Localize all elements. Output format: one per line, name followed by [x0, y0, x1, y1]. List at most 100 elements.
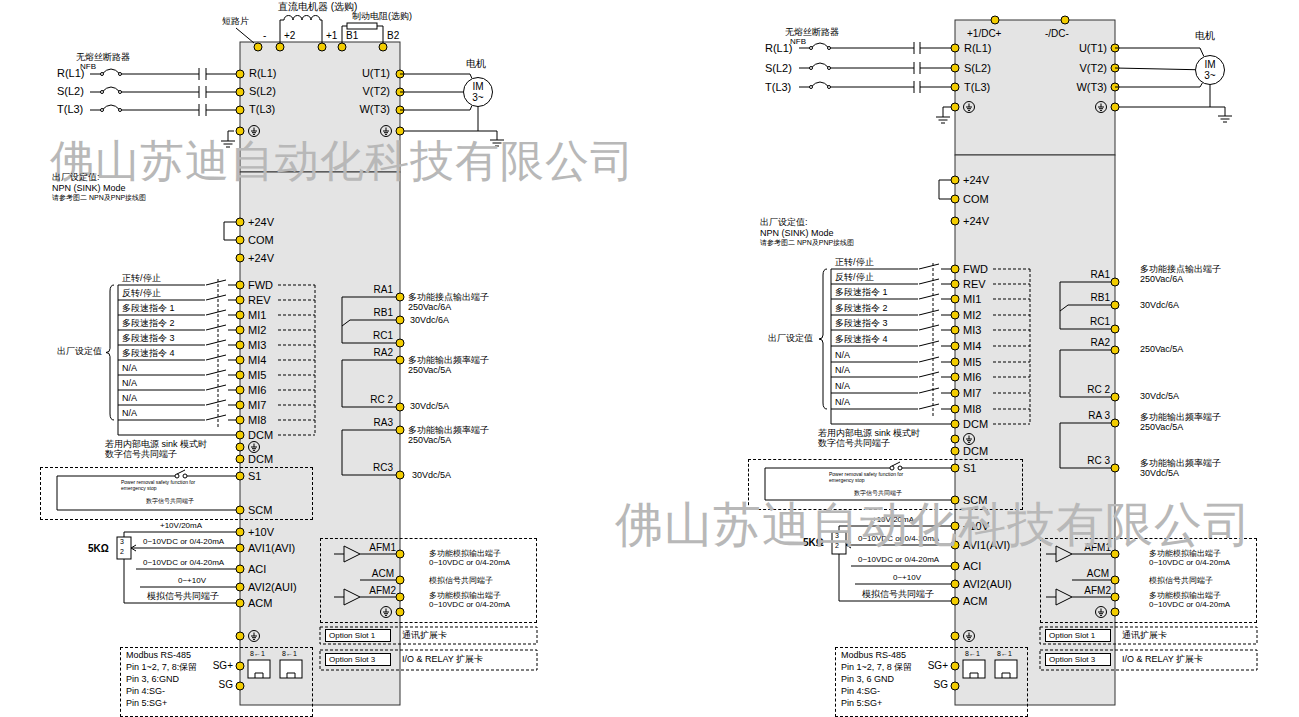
label-text: 多段速指令 3 [122, 333, 175, 343]
text-slot: N/A [835, 350, 850, 360]
text-slot: 佛山苏迪自动化科技有限公司 [50, 136, 635, 187]
relay-contact [342, 430, 396, 475]
leader-line [236, 28, 254, 43]
analog-output-line [1072, 580, 1111, 581]
text-slot: 3 [120, 538, 124, 546]
terminal-label: DCM [963, 418, 988, 430]
text-slot: 8←1 [965, 650, 980, 658]
label-text: S(L2) [57, 85, 84, 97]
terminal-label: 多功能模拟输出端子 0~10VDC or 0/4-20mA [429, 549, 510, 567]
terminal-label: +24V [248, 216, 274, 228]
internal-link [315, 285, 316, 435]
ground-icon [966, 104, 972, 111]
text-slot: 模拟信号共同端子 [429, 576, 493, 585]
terminal-dot [254, 43, 262, 51]
terminal-label: 数字信号共同端子 [854, 490, 902, 496]
ground-icon [383, 128, 389, 135]
terminal-label: 模拟信号共同端子 [429, 576, 493, 585]
text-slot: S1 [963, 462, 976, 475]
label-text: 模拟信号共同端子 [862, 589, 934, 599]
slot-row [320, 627, 537, 644]
text-slot: 多段速指令 2 [122, 318, 175, 328]
text-slot: Pin 5:SG+ [126, 698, 167, 708]
internal-link [993, 377, 1030, 378]
internal-link [278, 330, 315, 331]
terminal-dot [1111, 346, 1119, 354]
terminal-label: 多功能模拟输出端子 0~10VDC or 0/4-20mA [1149, 591, 1230, 609]
text-slot: FWD [963, 263, 988, 276]
watermark: 佛山苏迪自动化科技有限公司 [615, 498, 1252, 551]
terminal-label: MI5 [963, 356, 981, 368]
text-slot: +1 [326, 30, 337, 42]
text-slot: 电机 [1195, 30, 1215, 42]
text-slot: 出厂设定值: [760, 217, 808, 227]
text-slot: 通讯扩展卡 [1122, 630, 1167, 640]
text-slot: Pin 4:SG- [841, 686, 880, 696]
label-text: 无熔丝断路器 [76, 52, 130, 62]
ground-icon [1098, 104, 1104, 111]
text-slot: W(T3) [359, 103, 390, 116]
terminal-dot [236, 296, 244, 304]
label-text: R(L1) [765, 42, 793, 54]
terminal-dot [396, 403, 404, 411]
slot-box: Option Slot 3I/O & RELAY 扩展卡 [1045, 653, 1111, 666]
text-slot: RA1 [374, 284, 393, 296]
label-text: 30Vdc/6A [410, 315, 449, 325]
supply-line [90, 68, 236, 80]
label-text: R(L1) [57, 67, 85, 79]
text-slot: +1/DC+ [967, 28, 1001, 40]
wire [404, 107, 497, 140]
terminal-label: SCM [248, 504, 272, 516]
terminal-dot [236, 127, 244, 135]
text-slot: N/A [122, 393, 137, 403]
text-slot: 无熔丝断路器 [76, 52, 130, 62]
text-slot: 30Vdc/5A [410, 401, 449, 411]
label-text: 8←1 [282, 650, 297, 657]
label-text: +2 [284, 30, 295, 41]
terminal-label: Modbus RS-485 [126, 650, 191, 660]
breaker-contact [119, 91, 122, 94]
text-slot: -/DC- [1045, 28, 1069, 40]
text-slot: 多功能模拟输出端子 0~10VDC or 0/4-20mA [429, 549, 529, 567]
internal-link [278, 315, 315, 316]
label-text: N/A [835, 365, 850, 375]
label-text: 正转/停止 [835, 257, 874, 267]
terminal-label: MI2 [963, 309, 981, 321]
text-slot: Power removal safety function for emerge… [829, 472, 925, 484]
label-text: 0~10VDC or 0/4-20mA [858, 555, 939, 564]
dashed-group: Modbus RS-485Pin 1~2, 7, 8 保留Pin 3, 6 GN… [835, 647, 1028, 717]
breaker-contact [119, 109, 122, 112]
wire [1119, 85, 1225, 116]
terminal-label: RB1 [1091, 292, 1110, 303]
terminal-label: Option Slot 3 [329, 655, 375, 664]
ground-icon [964, 631, 975, 642]
terminal-dot [236, 218, 244, 226]
label-text: 30Vdc/5A [1140, 391, 1179, 401]
terminal-label: ACM [963, 595, 987, 607]
rj45-jack [963, 660, 985, 678]
label-text: T(L3) [765, 81, 791, 93]
internal-link [993, 362, 1030, 363]
terminal-label: Pin 4:SG- [126, 686, 165, 696]
text-slot: REV [963, 278, 986, 291]
control-section [240, 172, 400, 705]
ground-icon [966, 633, 972, 640]
terminal-dot [236, 431, 244, 439]
terminal-label: ACM [372, 568, 394, 579]
relay-contact [342, 360, 396, 407]
text-slot: RA 3 [1088, 410, 1110, 422]
text-slot: T(L3) [249, 103, 275, 116]
label-text: +1 [326, 30, 337, 41]
terminal-label: MI7 [963, 387, 981, 399]
text-slot: SG+ [928, 660, 948, 672]
text-slot: 多功能接点输出端子 250Vac/6A [408, 292, 496, 313]
text-slot: 短路片 [222, 16, 249, 26]
terminal-dot [236, 341, 244, 349]
terminal-label: MI7 [248, 399, 266, 411]
terminal-dot [236, 565, 244, 573]
label-text: N/A [122, 408, 137, 418]
text-slot: 模拟信号共同端子 [147, 591, 219, 601]
switch-contact [898, 466, 902, 470]
amplifier-symbol [1056, 589, 1072, 605]
